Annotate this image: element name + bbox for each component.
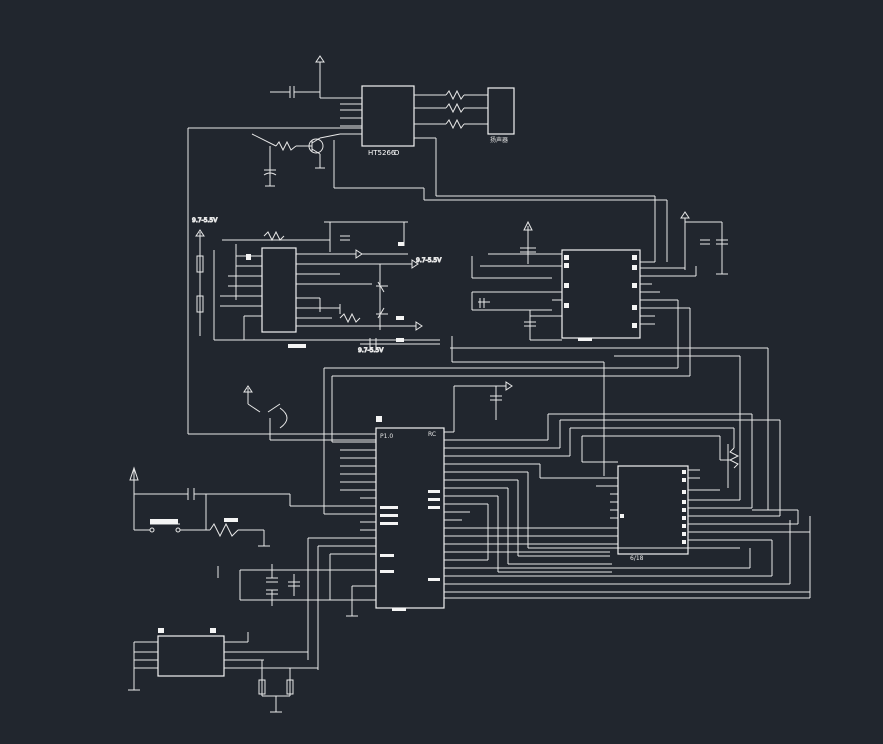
- reset-blocks: [150, 518, 238, 524]
- module-bottom-left: [157, 628, 225, 677]
- mcu-left-wiring: [188, 368, 513, 670]
- speaker-label: 扬声器: [490, 136, 508, 144]
- power-label-a: 9.7-5.5V: [192, 217, 218, 224]
- power-label-b: 9.7-5.5V: [416, 257, 442, 264]
- ic-right-mid: [561, 249, 641, 341]
- mcu-main: RC P1.0: [375, 416, 445, 611]
- speaker: 扬声器: [487, 87, 515, 144]
- mcu-right-bus: [444, 413, 810, 593]
- right-ic-wiring: [444, 444, 811, 599]
- bottom-left-wiring: [128, 632, 318, 713]
- mid-left-blocks: [246, 242, 404, 348]
- mid-right-wiring: [324, 211, 769, 510]
- ic-left-mid: [261, 247, 297, 333]
- ic-right-bottom: 6/18: [617, 465, 689, 562]
- mid-left-wiring: 9.7-5.5V 9.7-5.5V 9.7-5.5V: [192, 217, 443, 355]
- reset-circuit: [129, 466, 290, 547]
- power-label-c: 9.7-5.5V: [358, 347, 384, 354]
- ic-ht5266-label: HT5266: [368, 149, 396, 157]
- ic-ht5266-suffix: D: [394, 149, 399, 157]
- ic-right-label: 6/18: [630, 555, 644, 562]
- mcu-port-label: P1.0: [380, 433, 393, 440]
- top-wiring: [187, 55, 668, 434]
- mcu-top-label: RC: [428, 431, 436, 438]
- ic-ht5266: HT5266 D: [361, 85, 415, 157]
